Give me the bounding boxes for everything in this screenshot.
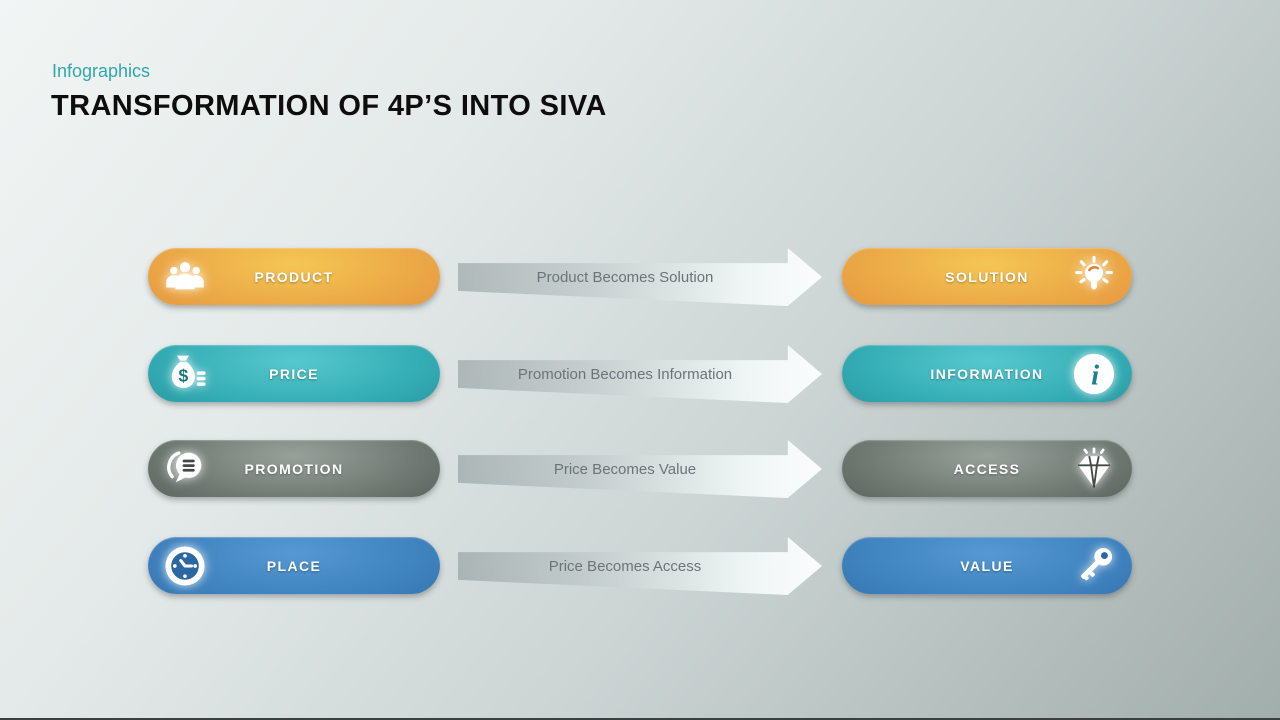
key-icon bbox=[1071, 543, 1117, 589]
pill-price: $ PRICE bbox=[148, 345, 440, 402]
users-icon bbox=[162, 254, 208, 300]
arrow-product-solution: Product Becomes Solution bbox=[458, 248, 822, 306]
arrow-price-value-label: Price Becomes Value bbox=[553, 460, 697, 478]
pill-place-label: PLACE bbox=[266, 557, 322, 574]
diamond-icon bbox=[1071, 446, 1117, 492]
pill-information-label: INFORMATION bbox=[930, 365, 1044, 382]
pill-solution: SOLUTION bbox=[842, 248, 1132, 305]
svg-text:$: $ bbox=[179, 365, 189, 385]
pill-promotion-label: PROMOTION bbox=[244, 460, 344, 477]
bulb-icon bbox=[1071, 254, 1117, 300]
chat-icon bbox=[162, 446, 208, 492]
pill-product-label: PRODUCT bbox=[254, 268, 334, 285]
money-bag-icon: $ bbox=[162, 351, 208, 397]
pill-access: ACCESS bbox=[842, 440, 1132, 497]
pill-solution-label: SOLUTION bbox=[945, 268, 1029, 285]
arrow-promotion-information: Promotion Becomes Information bbox=[458, 345, 822, 403]
pill-information: INFORMATION i bbox=[842, 345, 1132, 402]
arrow-promotion-information-label: Promotion Becomes Information bbox=[517, 365, 733, 383]
info-icon: i bbox=[1071, 351, 1117, 397]
svg-text:i: i bbox=[1091, 359, 1099, 391]
pill-access-label: ACCESS bbox=[953, 460, 1021, 477]
pill-price-label: PRICE bbox=[269, 365, 319, 382]
arrow-price-value: Price Becomes Value bbox=[458, 440, 822, 498]
pill-value-label: VALUE bbox=[960, 557, 1014, 574]
clock-icon bbox=[162, 543, 208, 589]
pill-product: PRODUCT bbox=[148, 248, 440, 305]
eyebrow-label: Infographics bbox=[52, 61, 151, 81]
pill-promotion: PROMOTION bbox=[148, 440, 440, 497]
bottom-edge-line bbox=[0, 718, 1280, 720]
pill-value: VALUE bbox=[842, 537, 1132, 594]
pill-place: PLACE bbox=[148, 537, 440, 594]
page-title: TRANSFORMATION OF 4P’S INTO SIVA bbox=[51, 90, 607, 122]
arrow-price-access-label: Price Becomes Access bbox=[548, 557, 702, 575]
arrow-price-access: Price Becomes Access bbox=[458, 537, 822, 595]
arrow-product-solution-label: Product Becomes Solution bbox=[536, 268, 714, 286]
